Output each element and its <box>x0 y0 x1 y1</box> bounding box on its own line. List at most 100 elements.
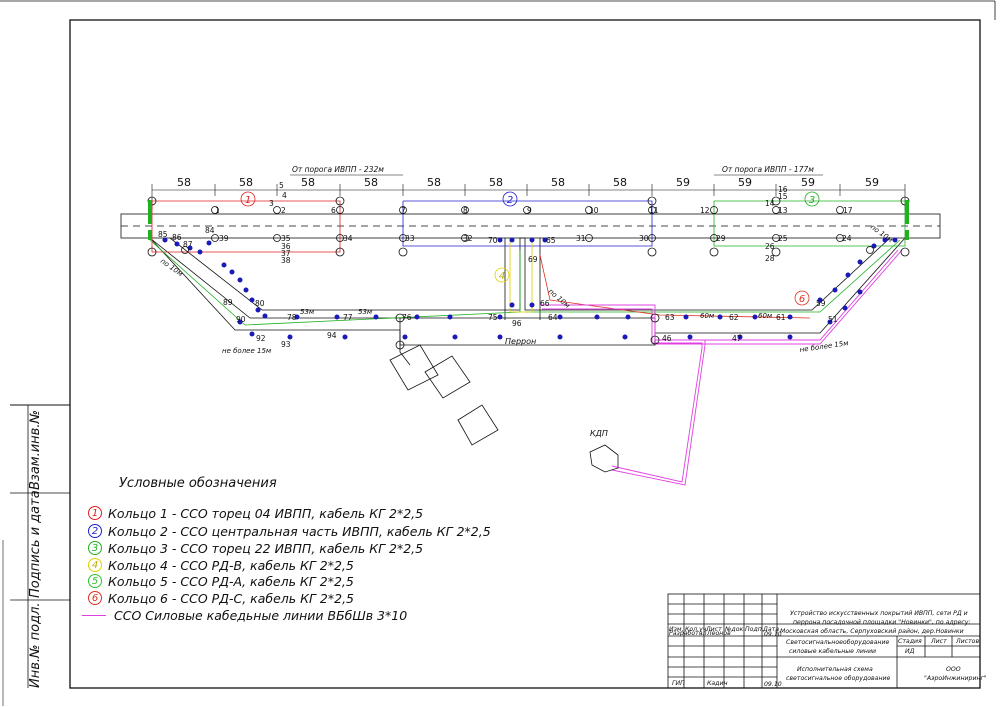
col-data: Дата <box>763 626 780 633</box>
stage-value: ИД <box>905 648 915 655</box>
fixture-number: 34 <box>343 234 353 243</box>
dimension-label: 58 <box>427 176 441 189</box>
legend-ring-number: 5 <box>88 574 102 588</box>
fixture-number: 7 <box>401 206 406 215</box>
fixture-number: 36 <box>281 242 291 251</box>
fixture-number: 10 <box>589 206 599 215</box>
legend-text: Кольцо 2 - ССО центральная часть ИВПП, к… <box>108 523 491 539</box>
ring-marker-1: 1 <box>245 195 251 206</box>
fixture-number: 89 <box>223 298 233 307</box>
fixture-number: 75 <box>488 313 498 322</box>
document-title: Исполнительная схема <box>797 666 873 673</box>
developer-name: Леонов <box>707 630 731 637</box>
organization: "АэроИнжиниринг" <box>924 675 987 682</box>
fixture-number: 77 <box>343 313 353 322</box>
fixture-number: 76 <box>402 313 412 322</box>
fixture-number: 90 <box>236 315 246 324</box>
fixture-number: 2 <box>281 206 286 215</box>
legend-ring-number: 3 <box>88 541 102 555</box>
col-ndok: №док. <box>725 626 746 633</box>
legend-item: 4 Кольцо 4 - ССО РД-В, кабель КГ 2*2,5 <box>88 556 354 574</box>
dimension-label: 59 <box>676 176 690 189</box>
fixture-number: 25 <box>778 234 788 243</box>
drawing-labels: Перрон КДП по 10м по 10м по 10м не более… <box>159 223 895 438</box>
legend-text: Кольцо 3 - ССО торец 22 ИВПП, кабель КГ … <box>108 540 424 556</box>
fixture-number: 51 <box>828 315 838 324</box>
fixture-number: 64 <box>548 313 558 322</box>
project-title-line: Московская область, Серпуховский район, … <box>780 628 964 635</box>
legend-text: Кольцо 5 - ССО РД-А, кабель КГ 2*2,5 <box>108 573 354 589</box>
fixture-number: 37 <box>281 249 291 258</box>
title-block <box>667 593 981 689</box>
legend-ring-number: 1 <box>88 506 102 520</box>
legend-item: 3 Кольцо 3 - ССО торец 22 ИВПП, кабель К… <box>88 539 423 557</box>
organization: ООО <box>946 666 961 673</box>
fixture-number: 1 <box>215 206 220 215</box>
project-title-line: перрона посадочной площадки "Новинки", п… <box>793 619 971 626</box>
fixture-number: 16 <box>778 185 788 194</box>
dimension-label: 58 <box>364 176 378 189</box>
threshold-note-left: От порога ИВПП - 232м <box>292 165 384 174</box>
fixture-number: 96 <box>512 319 522 328</box>
fixture-number: 93 <box>281 340 291 349</box>
fixture-number: 8 <box>463 206 468 215</box>
legend-ring-number: 4 <box>88 558 102 572</box>
fixture-number: 84 <box>205 226 215 235</box>
fixture-number: 13 <box>778 206 788 215</box>
fixture-number: 65 <box>546 236 556 245</box>
fixture-number: 31 <box>576 234 586 243</box>
listov-header: Листов <box>956 638 980 645</box>
fixture-number: 14 <box>765 199 775 208</box>
legend-title: Условные обозначения <box>119 476 277 491</box>
fixture-number: 62 <box>729 313 739 322</box>
threshold-markers <box>148 200 909 240</box>
power-cable <box>540 249 903 486</box>
ring-2-cable <box>402 200 653 247</box>
dimension-label: 59 <box>801 176 815 189</box>
dimension-label: 59 <box>865 176 879 189</box>
legend-item: 6 Кольцо 6 - ССО РД-С, кабель КГ 2*2,5 <box>88 589 354 607</box>
legend-ring-number: 6 <box>88 591 102 605</box>
fixture-number: 86 <box>172 233 182 242</box>
fixture-number: 11 <box>649 206 659 215</box>
document-title: светосигнальное оборудование <box>786 675 891 682</box>
fixture-number: 38 <box>281 256 291 265</box>
chief-date: 09.10 <box>764 681 782 688</box>
legend-text: Кольцо 6 - ССО РД-С, кабель КГ 2*2,5 <box>108 590 355 606</box>
ring-marker-4: 4 <box>499 271 505 282</box>
project-title-line: Устройство искусственных покрытий ИВПП, … <box>790 610 968 617</box>
fixture-number: 17 <box>843 206 853 215</box>
fixture-number: 70 <box>488 236 498 245</box>
col-podp: Подп. <box>745 626 764 633</box>
fixture-number: 3 <box>269 199 274 208</box>
dimension-labels: 58 58 58 58 58 58 58 58 59 59 59 59 <box>177 176 879 189</box>
legend-text: Кольцо 1 - ССО торец 04 ИВПП, кабель КГ … <box>108 505 424 521</box>
dimension-label: 58 <box>239 176 253 189</box>
fixture-number: 30 <box>639 234 649 243</box>
legend-ring-number: 2 <box>88 524 102 538</box>
distance-note: 53м <box>358 308 373 316</box>
dimension-label: 58 <box>301 176 315 189</box>
fixture-number: 4 <box>282 191 287 200</box>
legend-item: 2 Кольцо 2 - ССО центральная часть ИВПП,… <box>88 522 491 540</box>
col-izm: Изм. <box>669 626 684 633</box>
chief-role: ГИП <box>672 680 685 687</box>
fixture-number: 59 <box>816 299 826 308</box>
legend-item: ССО Силовые кабедьные линии ВБбШв 3*10 <box>82 606 407 624</box>
distance-note: не более 15м <box>799 339 850 354</box>
legend-item: 1 Кольцо 1 - ССО торец 04 ИВПП, кабель К… <box>88 504 423 522</box>
fixture-number: 92 <box>256 334 266 343</box>
vzam-label: Взам.инв.№ <box>28 410 43 490</box>
ring-marker-2: 2 <box>507 195 513 206</box>
developer-role: Разработал <box>669 630 707 637</box>
fixture-number: 46 <box>662 334 672 343</box>
fixture-number: 47 <box>732 334 742 343</box>
fixture-number: 69 <box>528 255 538 264</box>
ring-marker-3: 3 <box>809 195 815 206</box>
podpis-label: Подпись и дата <box>28 490 43 598</box>
fixture-number: 26 <box>765 242 775 251</box>
fixture-number: 66 <box>540 299 550 308</box>
ring-6-cable <box>539 254 811 319</box>
fixture-number: 63 <box>665 313 675 322</box>
kdp-label: КДП <box>590 429 608 438</box>
